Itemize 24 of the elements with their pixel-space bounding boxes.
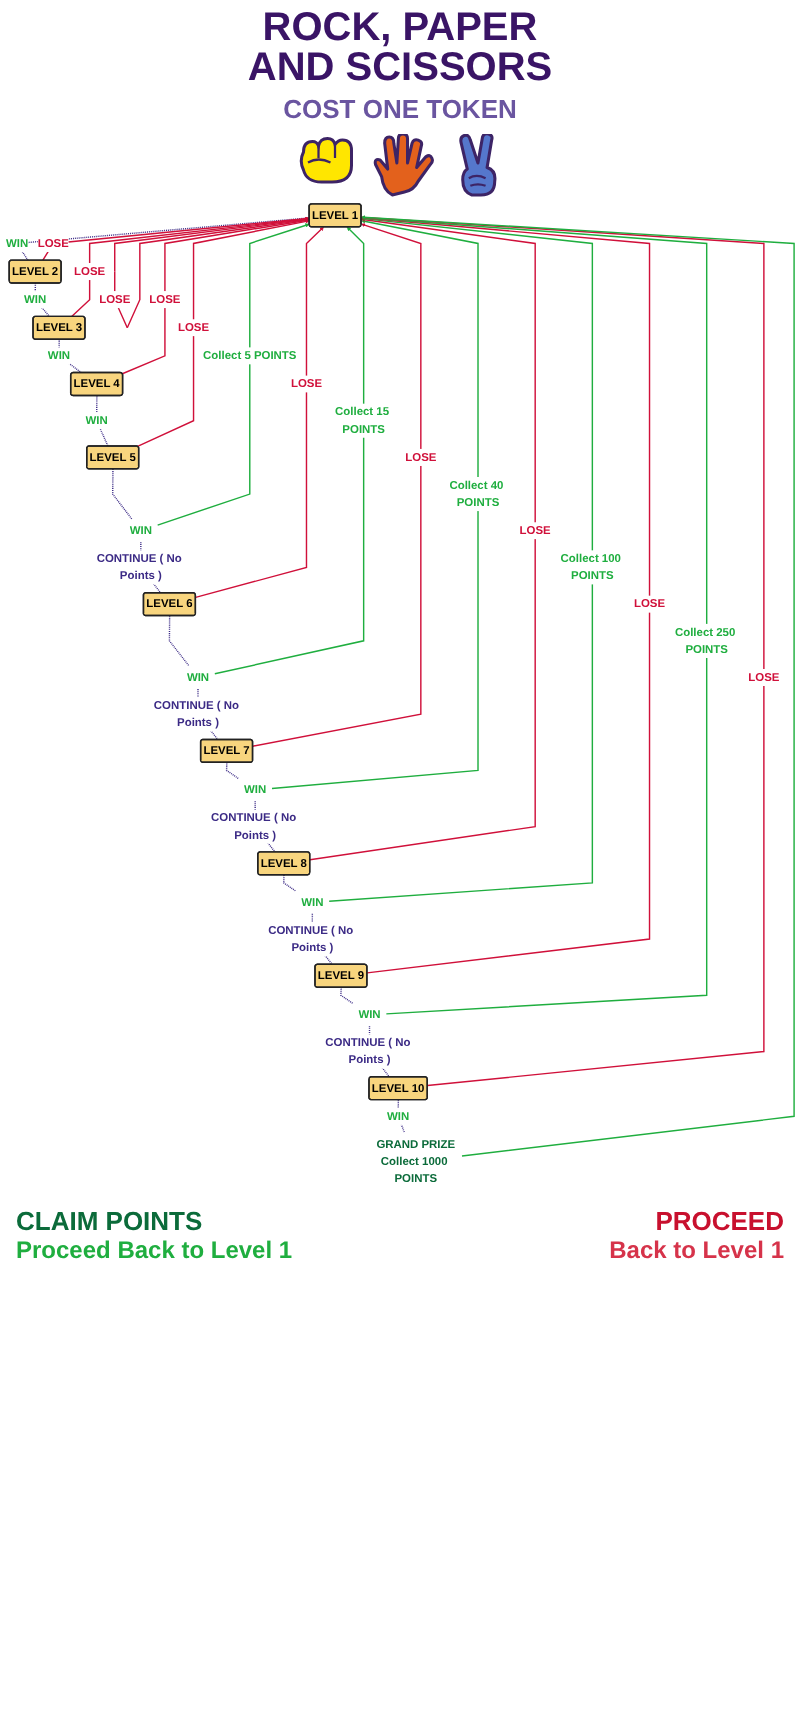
arrow [309, 217, 536, 861]
arrow [121, 218, 310, 375]
connector [112, 468, 133, 521]
arrow [271, 219, 479, 790]
side-note: PROCEED [655, 1206, 784, 1237]
connector [95, 394, 109, 447]
title: ROCK, PAPER AND SCISSORS [245, 8, 555, 88]
arrow [194, 226, 324, 599]
arrow [71, 216, 310, 318]
arrow [156, 223, 310, 526]
arrow [252, 223, 422, 747]
connector [340, 986, 354, 1005]
arrow [328, 216, 594, 902]
side-note: Proceed Back to Level 1 [16, 1236, 293, 1265]
connector [397, 1099, 406, 1134]
arrow [214, 226, 365, 675]
subtitle: COST ONE TOKEN [283, 94, 517, 124]
arrow [136, 219, 310, 448]
side-note: CLAIM POINTS [16, 1206, 205, 1237]
side-note: Back to Level 1 [609, 1236, 784, 1265]
connector [225, 761, 240, 780]
arrow [361, 215, 708, 1015]
connector [168, 615, 190, 667]
connector [283, 874, 297, 892]
